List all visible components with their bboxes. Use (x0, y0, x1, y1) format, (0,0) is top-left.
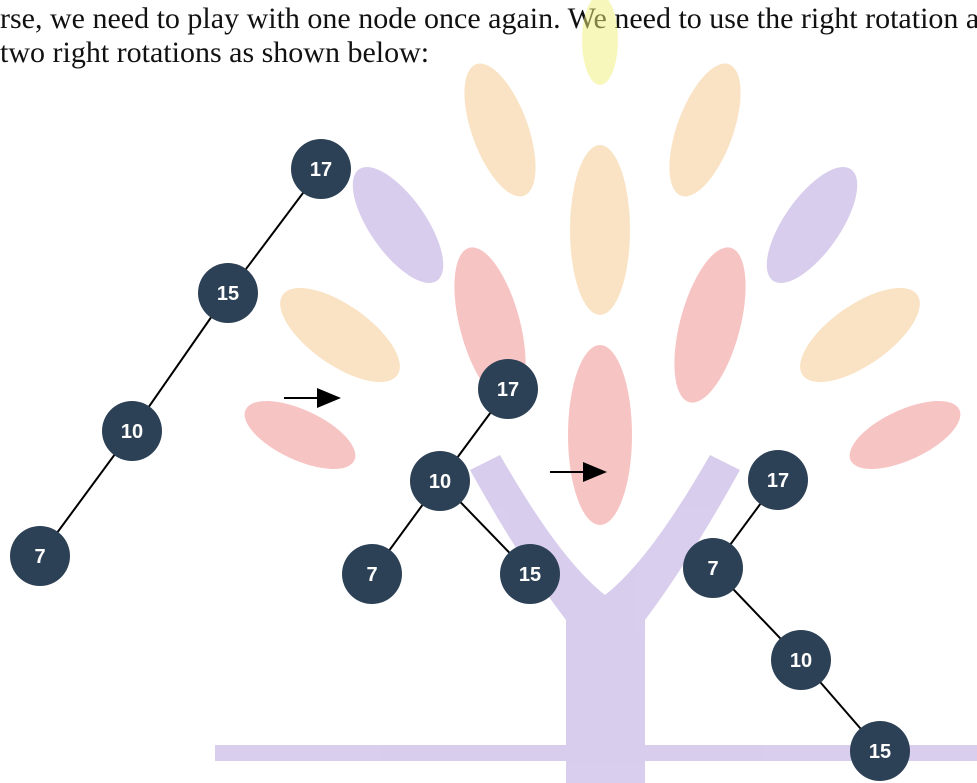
tree-node: 7 (342, 544, 402, 604)
tree-node: 15 (198, 263, 258, 323)
node-label: 17 (310, 159, 332, 181)
caption: rse, we need to play with one node once … (0, 2, 977, 70)
tree-node: 17 (748, 450, 808, 510)
node-label: 15 (869, 741, 891, 763)
tree-node: 10 (102, 401, 162, 461)
tree-1: 17 15 10 7 (10, 139, 351, 586)
tree-node: 15 (850, 721, 910, 781)
node-label: 17 (497, 379, 519, 401)
caption-line-2: two right rotations as shown below: (0, 36, 430, 69)
node-label: 7 (34, 546, 45, 568)
tree-node: 15 (500, 544, 560, 604)
tree-node: 7 (10, 526, 70, 586)
tree-node: 7 (683, 538, 743, 598)
node-label: 7 (707, 558, 718, 580)
node-label: 17 (767, 470, 789, 492)
tree-node: 17 (291, 139, 351, 199)
caption-line-1: rse, we need to play with one node once … (0, 2, 977, 35)
node-label: 10 (429, 471, 451, 493)
node-label: 10 (121, 421, 143, 443)
tree-node: 17 (478, 359, 538, 419)
node-label: 15 (519, 564, 541, 586)
tree-node: 10 (410, 451, 470, 511)
tree-3: 17 7 10 15 (683, 450, 910, 781)
tree-node: 10 (771, 630, 831, 690)
node-label: 7 (366, 564, 377, 586)
node-label: 15 (217, 283, 239, 305)
tree-2: 17 10 7 15 (342, 359, 560, 604)
node-label: 10 (790, 650, 812, 672)
